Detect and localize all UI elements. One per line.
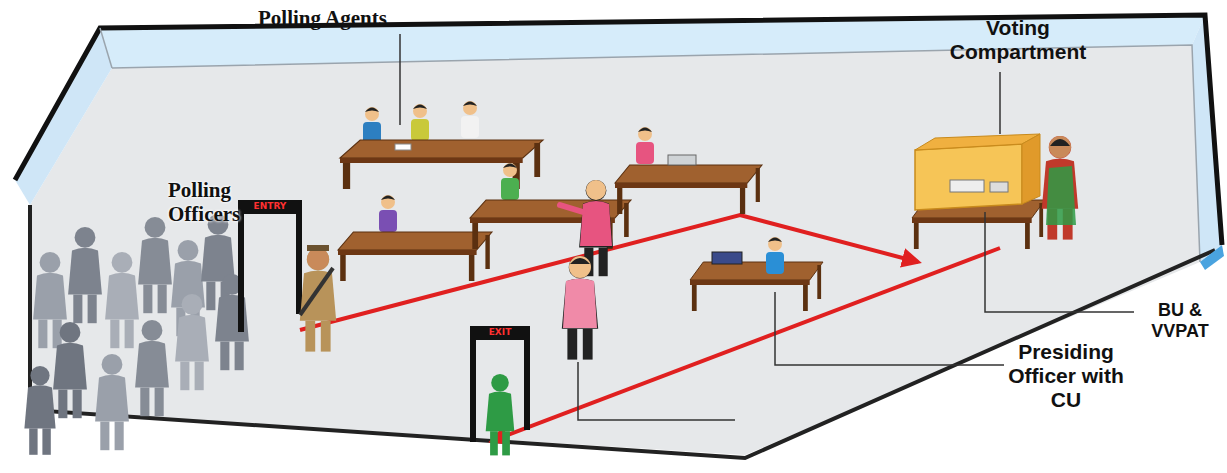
polling-officers-part: [570, 258, 590, 264]
queue-part: [135, 320, 169, 416]
voting-compartment: [912, 134, 1078, 249]
polling-agents-part: [395, 144, 411, 150]
voting-compartment-part: [950, 180, 984, 192]
exit-gate-part: [470, 340, 476, 442]
leader-lines-part: [578, 362, 735, 420]
leader-lines-part: [775, 292, 1004, 365]
presiding-officer: [690, 237, 823, 311]
gate-sign: EXIT: [470, 327, 530, 337]
polling-officers-part: [562, 256, 598, 360]
queue-part: [105, 252, 139, 348]
room-part: [15, 28, 112, 205]
room-part: [30, 205, 1215, 458]
voting-compartment-part: [1050, 139, 1070, 146]
room-part: [1200, 245, 1224, 270]
presiding-officer-part: [690, 262, 823, 311]
polling-officers-part: [636, 127, 654, 164]
voting-compartment-part: [915, 144, 1022, 210]
callout-label: Voting Compartment: [918, 16, 1118, 64]
queue-part: [24, 366, 55, 455]
entry-gate-part: [238, 214, 244, 332]
red-path: [300, 215, 1000, 441]
polling-officers-part: [501, 163, 519, 200]
polling-officers-part: [470, 200, 631, 249]
policeman-part: [300, 268, 333, 315]
queue-part: [68, 227, 102, 323]
callout-label: Polling Agents: [258, 6, 387, 30]
polling-officers-part: [560, 205, 583, 212]
polling-officers-part: [569, 256, 591, 278]
voting-compartment-part: [1049, 136, 1071, 158]
queue-part: [53, 322, 87, 418]
exit-gate-part: [470, 326, 530, 340]
polling-officers: [470, 127, 762, 360]
callout-label: BU & VVPAT: [1140, 300, 1220, 342]
queue-part: [95, 354, 129, 450]
policeman: [300, 245, 336, 352]
exit-gate-part: [486, 374, 515, 455]
polling-officers-part: [668, 155, 696, 165]
exit-gate: [470, 326, 530, 455]
room-part: [100, 28, 112, 68]
exit-gate-part: [524, 340, 530, 430]
gate-sign: ENTRY: [238, 201, 302, 211]
voting-compartment-part: [1022, 134, 1040, 204]
voting-compartment-part: [1046, 166, 1076, 225]
presiding-officer-part: [712, 252, 742, 264]
polling-officers-part: [615, 165, 762, 214]
entry-gate-part: [238, 200, 302, 214]
room-part: [30, 45, 1200, 455]
polling-officers-part: [586, 180, 606, 200]
entry-gate: [238, 200, 302, 332]
policeman-part: [300, 248, 336, 352]
entry-gate-part: [296, 214, 302, 314]
queue-part: [138, 217, 172, 313]
queue: [24, 214, 249, 455]
queue-part: [175, 294, 209, 390]
polling-agents-part: [411, 104, 429, 141]
leader-lines-part: [999, 72, 1001, 134]
leader-lines-part: [985, 212, 1134, 312]
polling-agents-part: [338, 232, 492, 281]
leader-lines: [400, 34, 1134, 420]
policeman-part: [307, 248, 329, 270]
polling-officers-part: [580, 201, 612, 246]
policeman-part: [307, 245, 329, 251]
voting-compartment-part: [915, 134, 1040, 150]
red-path-part: [492, 248, 1000, 441]
polling-agents-part: [461, 101, 479, 138]
room: [15, 15, 1224, 458]
polling-officers-part: [563, 279, 597, 329]
leader-lines-part: [399, 34, 401, 125]
voting-compartment-part: [990, 182, 1008, 192]
presiding-officer-part: [766, 237, 784, 274]
voting-compartment-part: [1042, 136, 1078, 240]
polling-agents-part: [379, 195, 397, 232]
polling-agents-part: [363, 107, 381, 144]
callout-label: Presiding Officer with CU: [1008, 340, 1124, 412]
polling-agents: [338, 101, 543, 281]
room-part: [112, 45, 1200, 262]
